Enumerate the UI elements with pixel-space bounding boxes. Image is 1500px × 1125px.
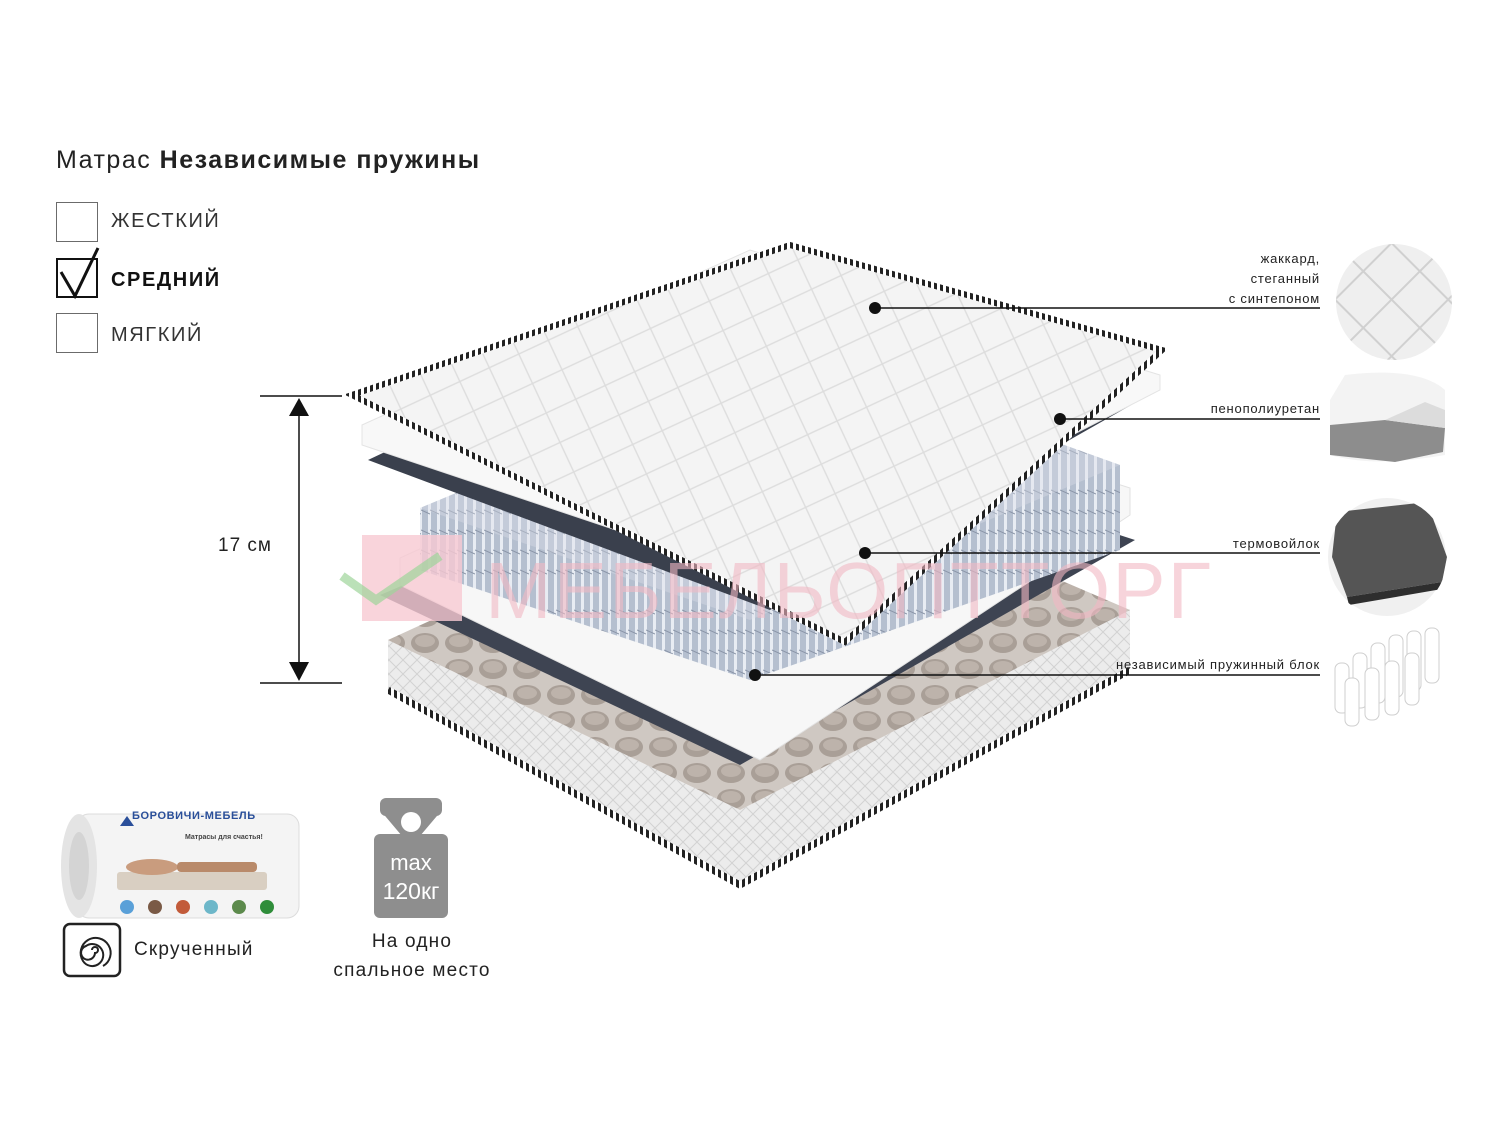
weight-icon	[374, 798, 448, 918]
firmness-label-hard: ЖЕСТКИЙ	[111, 210, 221, 232]
checkbox-hard[interactable]	[56, 202, 98, 242]
arrow-down-icon	[289, 662, 309, 681]
springs-thumb	[1334, 627, 1440, 727]
callout-dot-4	[749, 669, 761, 681]
firmness-label-soft: МЯГКИЙ	[111, 324, 203, 346]
feature-icons	[120, 900, 274, 914]
firmness-label-medium: СРЕДНИЙ	[111, 269, 221, 291]
layer-label-foam: пенополиуретан	[1210, 401, 1320, 416]
page-title: Матрас Независимые пружины	[56, 146, 481, 175]
firmness-option-medium[interactable]: СРЕДНИЙ	[56, 247, 316, 302]
height-dimension	[260, 395, 342, 684]
layer-label-felt: термовойлок	[1232, 536, 1320, 551]
mattress-illustration	[344, 241, 1168, 889]
weight-max: max	[390, 850, 432, 875]
package-brand: БОРОВИЧИ-МЕБЕЛЬ	[132, 810, 256, 822]
rolled-package-image	[61, 813, 300, 919]
package-slogan: Матрасы для счастья!	[185, 834, 263, 841]
callout-dot-2	[1054, 413, 1066, 425]
layer-label-springs: независимый пружинный блок	[1115, 657, 1320, 672]
callout-dot-3	[859, 547, 871, 559]
foam-thumb	[1330, 372, 1445, 462]
jacquard-thumb	[1336, 244, 1452, 360]
checkbox-soft[interactable]	[56, 313, 98, 353]
height-label: 17 см	[218, 535, 272, 556]
arrow-up-icon	[289, 398, 309, 416]
watermark-check-icon	[339, 552, 443, 606]
weight-value: 120кг	[382, 878, 440, 904]
title-name: Независимые пружины	[159, 146, 481, 174]
rolled-label: Скрученный	[134, 939, 254, 960]
felt-thumb	[1328, 498, 1447, 616]
layer-label-jacquard: жаккард, стеганный с синтепоном	[1228, 251, 1320, 306]
spiral-icon	[62, 922, 122, 978]
checkmark-icon	[59, 247, 100, 300]
sleeping-place-label: На одно спальное место	[333, 931, 491, 981]
firmness-option-soft[interactable]: МЯГКИЙ	[56, 313, 316, 357]
callout-dot-1	[869, 302, 881, 314]
firmness-option-hard[interactable]: ЖЕСТКИЙ	[56, 202, 316, 246]
title-prefix: Матрас	[56, 146, 152, 174]
watermark-text: МЕБЕЛЬОПТТОРГ	[485, 546, 1213, 635]
